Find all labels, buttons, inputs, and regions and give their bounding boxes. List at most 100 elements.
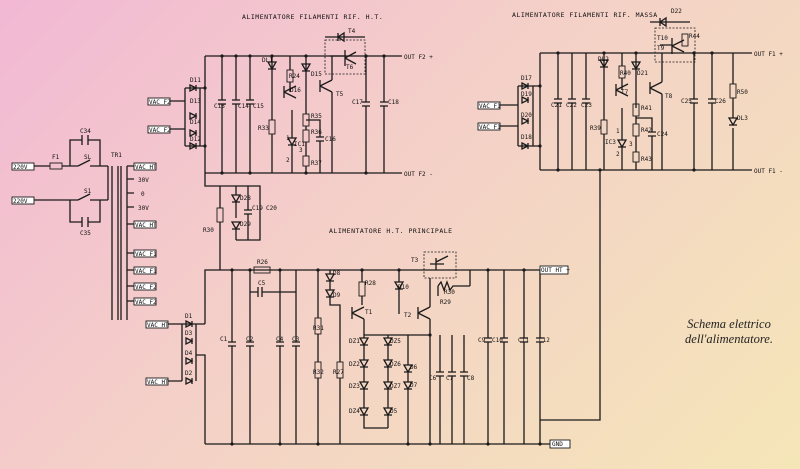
diode-d15 (300, 63, 312, 73)
cap-c35 (81, 217, 89, 227)
label-d9: D9 (333, 292, 341, 299)
label-c8: C8 (467, 375, 475, 382)
label-r41: R41 (641, 105, 652, 112)
label-r29: R29 (440, 299, 451, 306)
caps-c1-c4 (228, 270, 300, 444)
ht-regulator-wires (271, 56, 307, 110)
diode-d2 (185, 376, 194, 386)
label-c19: C19 (252, 205, 263, 212)
label-d17: D17 (521, 75, 532, 82)
diode-d4 (185, 356, 194, 366)
label-d16: T4 (348, 28, 356, 35)
diode-d11 (189, 83, 198, 93)
label-dz6: DZ6 (390, 361, 401, 368)
label-t7: T7 (621, 89, 629, 96)
t3-heatsink-box (423, 251, 457, 279)
label-c18: C18 (388, 99, 399, 106)
res-r30-main (437, 280, 470, 292)
label-t5: T5 (336, 91, 344, 98)
reg-ic3 (616, 108, 628, 170)
label-c16: C16 (325, 136, 336, 143)
label-r40: R40 (620, 70, 631, 77)
transistor-t5 (319, 56, 333, 173)
label-c17: C17 (352, 99, 363, 106)
label-tr1: TR1 (111, 152, 122, 159)
title-ht-principale: ALIMENTATORE H.T. PRINCIPALE (329, 227, 453, 235)
tr1-out-f2-1-label: VAC F2 (135, 284, 157, 291)
tr1-out-ht-2-label: VAC HT (135, 222, 157, 229)
label-s1: S1 (84, 188, 92, 195)
label-c4: C4 (276, 336, 284, 343)
transformer-tr1: TR1 VAC HT 30V 0 30V VAC HT VAC F1 VAC F… (111, 152, 157, 320)
label-d22: D22 (671, 8, 682, 15)
label-d8: D8 (333, 270, 341, 277)
gnd-terminal (549, 439, 571, 449)
ic3-pin1: 1 (616, 128, 620, 135)
c34-wire (69, 139, 101, 166)
label-r30-main: R30 (444, 289, 455, 296)
label-d1: D1 (185, 313, 193, 320)
label-r35: R35 (311, 113, 322, 120)
diode-d14 (189, 128, 198, 138)
diodes-d8-d9 (324, 270, 341, 444)
label-c7: C7 (446, 375, 454, 382)
out-f2-plus: OUT F2 + (404, 54, 433, 61)
transistor-t2 (417, 278, 431, 444)
label-r30-bias: R30 (203, 227, 214, 234)
cap-c24 (636, 117, 656, 170)
transistor-t6 (330, 50, 357, 66)
diode-d18 (521, 141, 530, 151)
switch-s1 (77, 193, 91, 201)
caps-c13-c15 (218, 56, 254, 173)
label-d28: D28 (240, 195, 251, 202)
filament-ht-supply: VAC F2 VAC F2 D11 D13 D14 D12 C13 C14 C1… (147, 28, 433, 178)
diode-d22 (650, 16, 690, 28)
label-c5: C5 (258, 280, 266, 287)
res-r37 (302, 155, 310, 167)
tr1-out-f1-2-label: VAC F1 (135, 268, 157, 275)
zener-chain-dz1-dz4 (358, 335, 388, 429)
ic3-pin2: 2 (616, 151, 620, 158)
label-d7: D7 (410, 382, 418, 389)
label-c12: C12 (539, 337, 550, 344)
label-d14: D14 (190, 119, 201, 126)
label-c34: C34 (80, 128, 91, 135)
label-sl: SL (84, 154, 92, 161)
out-ht-plus: OUT HT + (541, 267, 570, 274)
label-dl2: DL2 (598, 56, 609, 63)
tr1-out-f1-2 (133, 266, 157, 275)
label-d13: D13 (190, 98, 201, 105)
diode-d1 (185, 319, 194, 329)
tr1-out-f1-1-label: VAC F1 (135, 251, 157, 258)
label-c25: C25 (681, 98, 692, 105)
caps-c21-c23 (554, 53, 590, 170)
tr1-out-f2-1 (133, 282, 157, 291)
diode-d20 (521, 116, 530, 126)
caps-c6-c8 (436, 335, 468, 444)
cap-c16 (306, 119, 324, 173)
label-dz5: DZ5 (390, 338, 401, 345)
rail-ht-plus (204, 269, 540, 324)
res-r43 (632, 151, 640, 163)
label-c23: C23 (581, 102, 592, 109)
primary-section: 220V 220V F1 SL S1 C34 C35 (11, 128, 109, 237)
label-t3: T3 (411, 257, 419, 264)
label-d11: D11 (190, 77, 201, 84)
bridge-ht-wires (170, 87, 205, 147)
label-d20: D20 (521, 112, 532, 119)
r29-wires (437, 270, 471, 296)
diode-d10 (393, 270, 405, 314)
transistor-t7 (615, 83, 629, 97)
ic1-pin3: 3 (299, 147, 303, 154)
label-c13: C13 (214, 103, 225, 110)
label-d21: D21 (637, 70, 648, 77)
cap-c19 (244, 186, 252, 240)
label-c10: C10 (492, 337, 503, 344)
out-gnd: GND (552, 441, 563, 448)
label-r37: R37 (311, 160, 322, 167)
c35-wire (69, 200, 101, 223)
diode-d19 (521, 95, 530, 105)
tr1-ht-leads (127, 165, 134, 225)
